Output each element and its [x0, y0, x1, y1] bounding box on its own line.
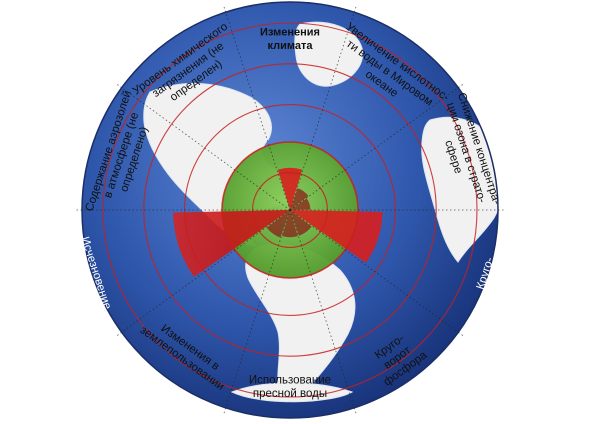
divider-3 [289, 82, 465, 211]
sector-dividers [74, 4, 506, 416]
label-climate-line-2: климата [267, 40, 313, 52]
wedge-land-use [266, 210, 290, 238]
divider-7 [222, 209, 291, 416]
wedge-phosphorus [290, 210, 312, 236]
divider-1 [222, 4, 291, 211]
divider-8 [115, 209, 291, 338]
divider-5 [289, 209, 465, 338]
wedge-nitrogen [290, 210, 383, 263]
divider-10 [115, 82, 291, 211]
label-climate-line-1: Изменения [260, 26, 320, 38]
antarctic-land [230, 382, 354, 403]
continents [143, 21, 498, 403]
label-freshwater-line-1: Использование [249, 374, 331, 386]
divider-6 [289, 209, 358, 416]
wedge-climate [277, 167, 303, 210]
label-freshwater-line-2: пресной воды [253, 388, 327, 400]
wedge-biodiversity [173, 210, 290, 277]
label-climate: Изменения климата [260, 26, 320, 52]
label-freshwater: Использование пресной воды [249, 374, 331, 400]
divider-2 [289, 4, 358, 211]
ring-5 [102, 22, 478, 398]
ring-4 [143, 63, 437, 357]
wedge-ocean-acid [290, 188, 309, 210]
boundary-wedges [173, 167, 383, 277]
wedge-freshwater [282, 210, 298, 238]
wedge-ozone [290, 198, 311, 210]
